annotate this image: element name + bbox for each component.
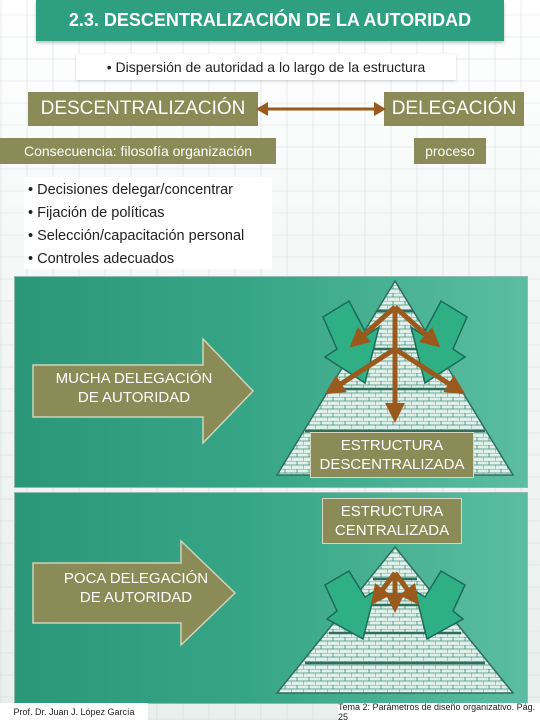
descentralizacion-box: DESCENTRALIZACIÓN: [28, 92, 258, 126]
poca-delegacion-text: POCA DELEGACIÓN DE AUTORIDAD: [63, 570, 209, 606]
bullet-list: • Decisiones delegar/concentrar • Fijaci…: [24, 177, 272, 269]
bullet-item: • Controles adecuados: [28, 251, 175, 267]
descentralizacion-label: DESCENTRALIZACIÓN: [40, 98, 246, 119]
bullet-item: • Selección/capacitación personal: [28, 228, 245, 244]
poca-delegacion-label: POCA DELEGACIÓN DE AUTORIDAD: [36, 566, 236, 610]
footer-author-text: Prof. Dr. Juan J. López García: [13, 706, 135, 717]
estructura-descentralizada-text: ESTRUCTURA DESCENTRALIZADA: [319, 437, 465, 473]
footer-page-info: Tema 2: Parámetros de diseño organizativ…: [338, 701, 540, 722]
delegacion-label: DELEGACIÓN: [391, 98, 517, 119]
centralized-diagram: [32, 539, 515, 694]
left-side-arrow: [324, 569, 377, 641]
bullet-item: • Decisiones delegar/concentrar: [28, 182, 233, 198]
slide-title: 2.3. DESCENTRALIZACIÓN DE LA AUTORIDAD: [36, 0, 504, 41]
estructura-descentralizada-box: ESTRUCTURA DESCENTRALIZADA: [310, 432, 474, 478]
double-arrow-connector: [256, 102, 386, 116]
subtitle-text: • Dispersión de autoridad a lo largo de …: [106, 59, 426, 75]
pyramid-centralized: [275, 545, 515, 694]
consecuencia-label: Consecuencia: filosofía organización: [23, 143, 253, 159]
subtitle-box: • Dispersión de autoridad a lo largo de …: [76, 54, 456, 80]
bullet-item: • Fijación de políticas: [28, 205, 165, 221]
consecuencia-box: Consecuencia: filosofía organización: [0, 138, 276, 164]
delegacion-box: DELEGACIÓN: [384, 92, 524, 126]
mucha-delegacion-text: MUCHA DELEGACIÓN DE AUTORIDAD: [55, 370, 213, 406]
footer-author: Prof. Dr. Juan J. López García: [0, 703, 148, 720]
mucha-delegacion-label: MUCHA DELEGACIÓN DE AUTORIDAD: [34, 366, 234, 410]
proceso-box: proceso: [414, 138, 486, 164]
poca-delegacion-arrow: [32, 539, 237, 647]
right-side-arrow: [413, 569, 466, 641]
estructura-centralizada-text: ESTRUCTURA CENTRALIZADA: [334, 503, 450, 539]
estructura-centralizada-box: ESTRUCTURA CENTRALIZADA: [322, 498, 462, 544]
slide-title-text: 2.3. DESCENTRALIZACIÓN DE LA AUTORIDAD: [68, 10, 472, 30]
proceso-label: proceso: [425, 143, 475, 159]
footer-page-text: Tema 2: Parámetros de diseño organizativ…: [338, 701, 536, 722]
mucha-delegacion-arrow: [32, 337, 255, 445]
